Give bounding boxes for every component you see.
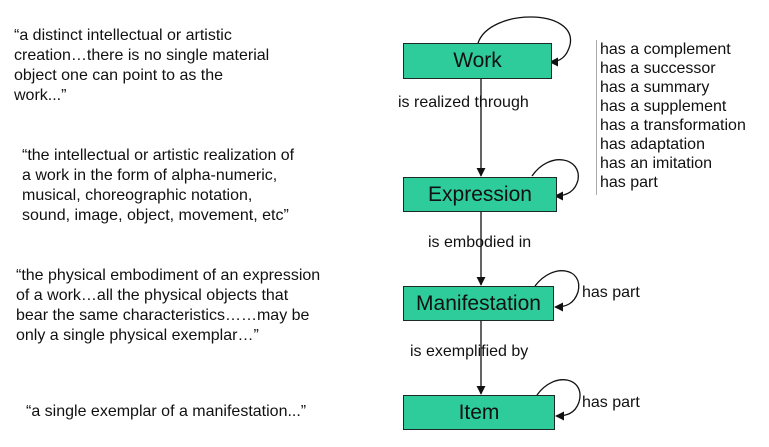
- self-relation-label-item: has part: [582, 394, 640, 411]
- relationship-item: has part: [600, 174, 658, 191]
- quote-expression: “the intellectual or artistic realizatio…: [22, 147, 295, 224]
- self-loop-manifestation: [534, 270, 580, 312]
- relation-label-exemplified: is exemplified by: [410, 343, 529, 360]
- work-relationship-list: has a complement has a successor has a s…: [600, 40, 746, 192]
- relation-label-embodied: is embodied in: [428, 234, 532, 251]
- self-loop-item: [536, 379, 581, 421]
- quote-work: “a distinct intellectual or artistic cre…: [14, 27, 270, 104]
- relation-label-realized: is realized through: [398, 94, 529, 111]
- relationship-item: has an imitation: [600, 155, 713, 172]
- relationship-item: has a transformation: [600, 117, 746, 134]
- entity-label-expression: Expression: [428, 182, 532, 206]
- quote-item: “a single exemplar of a manifestation...…: [26, 403, 307, 420]
- entity-box-work: Work: [403, 43, 552, 79]
- relationship-item: has a successor: [600, 60, 716, 77]
- relationship-item: has a supplement: [600, 98, 727, 115]
- self-loop-work: [477, 16, 571, 67]
- relationship-item: has a summary: [600, 79, 710, 96]
- relationship-divider: [596, 40, 597, 195]
- entity-label-work: Work: [453, 49, 502, 72]
- entity-label-manifestation: Manifestation: [416, 291, 541, 315]
- quote-manifestation: “the physical embodiment of an expressio…: [16, 267, 321, 344]
- entity-box-expression: Expression: [403, 177, 557, 212]
- relationship-item: has adaptation: [600, 136, 705, 153]
- entity-box-item: Item: [403, 395, 555, 430]
- relationship-item: has a complement: [600, 41, 731, 58]
- self-loop-expression: [531, 159, 579, 201]
- entity-box-manifestation: Manifestation: [403, 286, 554, 321]
- entity-label-item: Item: [458, 400, 500, 424]
- self-relation-label-manifestation: has part: [582, 284, 640, 301]
